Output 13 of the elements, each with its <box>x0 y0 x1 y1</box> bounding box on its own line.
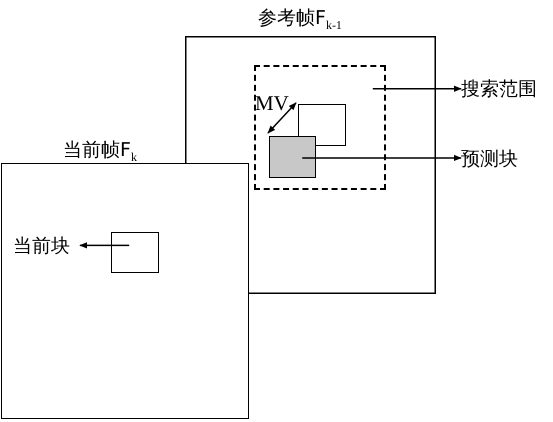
arrow <box>267 102 297 134</box>
label-text: 搜索范围 <box>461 77 553 101</box>
arrow <box>372 86 462 92</box>
edge-label: MV <box>255 93 289 114</box>
label-text: 预测块 <box>461 147 533 171</box>
frame-title: 参考帧F$_{k-1}$ <box>258 6 342 33</box>
search-range-box <box>254 65 386 190</box>
label-text: 当前块 <box>13 234 81 258</box>
predicted-block-box <box>269 136 316 178</box>
block-box <box>111 232 159 273</box>
arrow <box>302 154 462 162</box>
arrow <box>79 242 130 249</box>
frame-title: 当前帧F$_{k}$ <box>63 138 137 165</box>
